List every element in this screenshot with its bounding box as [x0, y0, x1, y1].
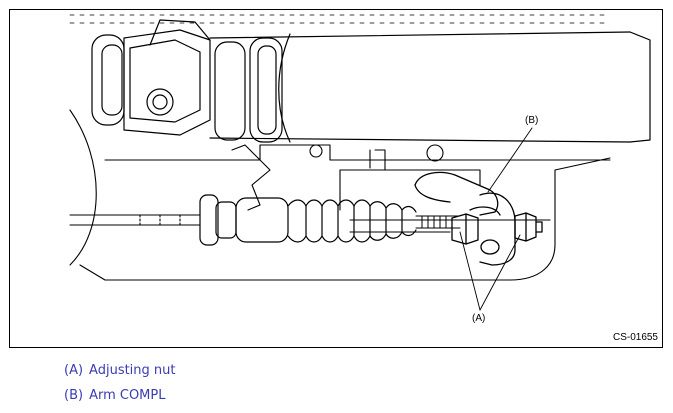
parts-legend: (A) Adjusting nut (B) Arm COMPL: [64, 362, 176, 412]
diagram-figure: (B) (A) CS-01655: [9, 9, 663, 348]
dash-guides: [69, 14, 611, 24]
line-drawing: [69, 14, 651, 311]
figure-id-label: CS-01655: [612, 332, 658, 343]
threaded-rod: [415, 215, 461, 229]
legend-key: (B): [64, 388, 84, 403]
legend-key: (A): [64, 363, 84, 378]
callout-b-label: (B): [525, 115, 539, 126]
legend-item-arm-compl: (B) Arm COMPL: [64, 387, 176, 412]
shaft-tube: [209, 31, 651, 143]
leader-lines: [459, 127, 533, 311]
cable: [69, 214, 201, 226]
legend-text: Adjusting nut: [89, 363, 176, 378]
universal-joint: [91, 19, 211, 136]
adjusting-nuts: [451, 212, 543, 245]
arm-compl: [414, 171, 516, 266]
mounting-bracket: [69, 109, 611, 281]
bellows-boot: [199, 194, 417, 246]
callout-a-label: (A): [472, 313, 486, 324]
legend-text: Arm COMPL: [89, 388, 166, 403]
legend-item-adjusting-nut: (A) Adjusting nut: [64, 362, 176, 387]
